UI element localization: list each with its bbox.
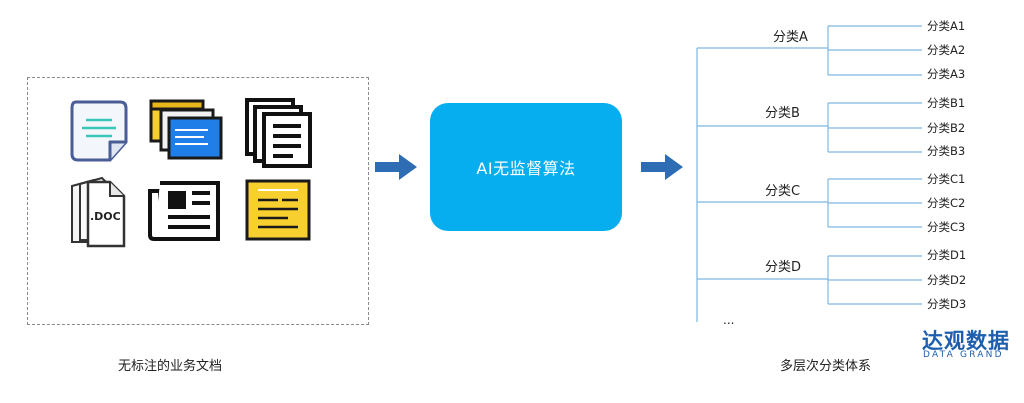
- subcategory-label: 分类C3: [927, 220, 966, 234]
- output-caption: 多层次分类体系: [780, 359, 872, 374]
- subcategory-label: 分类B1: [927, 96, 966, 110]
- unlabeled-documents-box: [27, 77, 369, 325]
- subcategory-label: 分类A1: [927, 19, 966, 33]
- doc-file-icon: .DOC: [71, 176, 126, 248]
- subcategory-label: 分类D3: [927, 297, 967, 311]
- subcategory-label: 分类B2: [927, 121, 966, 135]
- category-label-c: 分类C: [765, 184, 801, 199]
- subcategory-label: 分类A3: [927, 67, 966, 81]
- arrow-right-icon: [375, 154, 417, 180]
- newspaper-icon: [148, 181, 220, 241]
- brand-logo-subtext: DATA GRAND: [923, 350, 1004, 360]
- note-doc-icon: [70, 100, 128, 162]
- highlighted-note-icon: [245, 179, 311, 241]
- subcategory-label: 分类A2: [927, 43, 966, 57]
- algorithm-box: AI无监督算法: [430, 103, 622, 231]
- input-caption: 无标注的业务文档: [118, 359, 223, 374]
- brand-logo-text: 达观数据: [922, 329, 1010, 353]
- category-label-d: 分类D: [765, 260, 802, 275]
- arrow-right-icon: [641, 154, 683, 180]
- subcategory-label: 分类C2: [927, 196, 966, 210]
- windows-stack-icon: [149, 99, 223, 160]
- doc-label: .DOC: [90, 210, 121, 223]
- more-categories-ellipsis: ...: [723, 313, 735, 327]
- subcategory-label: 分类C1: [927, 172, 966, 186]
- category-label-b: 分类B: [765, 106, 800, 121]
- algorithm-label: AI无监督算法: [476, 159, 576, 178]
- subcategory-label: 分类B3: [927, 144, 966, 158]
- subcategory-label: 分类D2: [927, 273, 967, 287]
- stacked-pages-icon: [245, 98, 312, 168]
- subcategory-label: 分类D1: [927, 248, 967, 262]
- category-label-a: 分类A: [773, 30, 808, 45]
